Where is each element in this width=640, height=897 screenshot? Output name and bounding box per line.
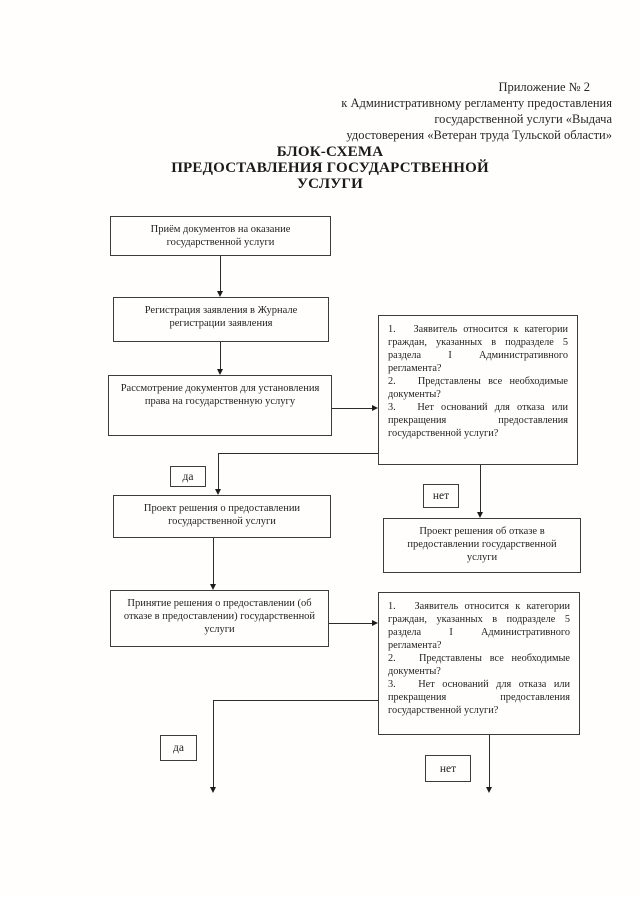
connector-line (220, 342, 221, 369)
connector-line (218, 453, 378, 454)
decision-question: 2. Представлены все необходимые документ… (388, 376, 568, 400)
connector-line (218, 453, 219, 489)
appendix-header-line: к Административному регламенту предостав… (341, 96, 612, 110)
connector-line (213, 700, 378, 701)
appendix-header: Приложение № 2 к Административному регла… (282, 79, 612, 143)
flow-box-draft-grant-decision: Проект решения о предоставлении государс… (113, 495, 331, 538)
decision-question: 1. Заявитель относится к категории гражд… (388, 601, 570, 651)
label-no-1: нет (423, 484, 459, 508)
arrowhead-down-icon (217, 291, 223, 297)
flow-box-review-documents: Рассмотрение документов для установления… (108, 375, 332, 436)
connector-line (220, 256, 221, 291)
arrowhead-down-icon (217, 369, 223, 375)
arrowhead-down-icon (486, 787, 492, 793)
decision-box-criteria-1: 1. Заявитель относится к категории гражд… (378, 315, 578, 465)
appendix-header-line: удостоверения «Ветеран труда Тульской об… (346, 128, 612, 142)
flow-box-final-decision: Принятие решения о предоставлении (об от… (110, 590, 329, 647)
connector-line (213, 700, 214, 787)
arrowhead-down-icon (215, 489, 221, 495)
decision-question: 3. Нет оснований для отказа или прекраще… (388, 679, 570, 716)
label-no-2: нет (425, 755, 471, 782)
arrowhead-down-icon (210, 787, 216, 793)
arrowhead-right-icon (372, 405, 378, 411)
connector-line (213, 538, 214, 584)
arrowhead-down-icon (477, 512, 483, 518)
page-title: БЛОК-СХЕМА ПРЕДОСТАВЛЕНИЯ ГОСУДАРСТВЕННО… (20, 144, 640, 192)
flow-box-draft-refusal-decision: Проект решения об отказе в предоставлени… (383, 518, 581, 573)
appendix-header-line: Приложение № 2 (498, 80, 590, 94)
label-yes-1: да (170, 466, 206, 487)
page-title-line: БЛОК-СХЕМА (276, 144, 384, 160)
decision-question: 3. Нет оснований для отказа или прекраще… (388, 402, 568, 439)
decision-question: 2. Представлены все необходимые документ… (388, 653, 570, 677)
connector-line (489, 735, 490, 787)
arrowhead-right-icon (372, 620, 378, 626)
decision-box-criteria-2: 1. Заявитель относится к категории гражд… (378, 592, 580, 735)
appendix-header-line: государственной услуги «Выдача (434, 112, 612, 126)
flow-box-receive-documents: Приём документов на оказание государстве… (110, 216, 331, 256)
label-yes-2: да (160, 735, 197, 761)
connector-line (332, 408, 372, 409)
page-title-line: ПРЕДОСТАВЛЕНИЯ ГОСУДАРСТВЕННОЙ (171, 160, 489, 176)
connector-line (329, 623, 372, 624)
arrowhead-down-icon (210, 584, 216, 590)
decision-question: 1. Заявитель относится к категории гражд… (388, 324, 568, 374)
connector-line (480, 465, 481, 512)
flow-box-register-application: Регистрация заявления в Журнале регистра… (113, 297, 329, 342)
page-title-line: УСЛУГИ (296, 176, 364, 192)
